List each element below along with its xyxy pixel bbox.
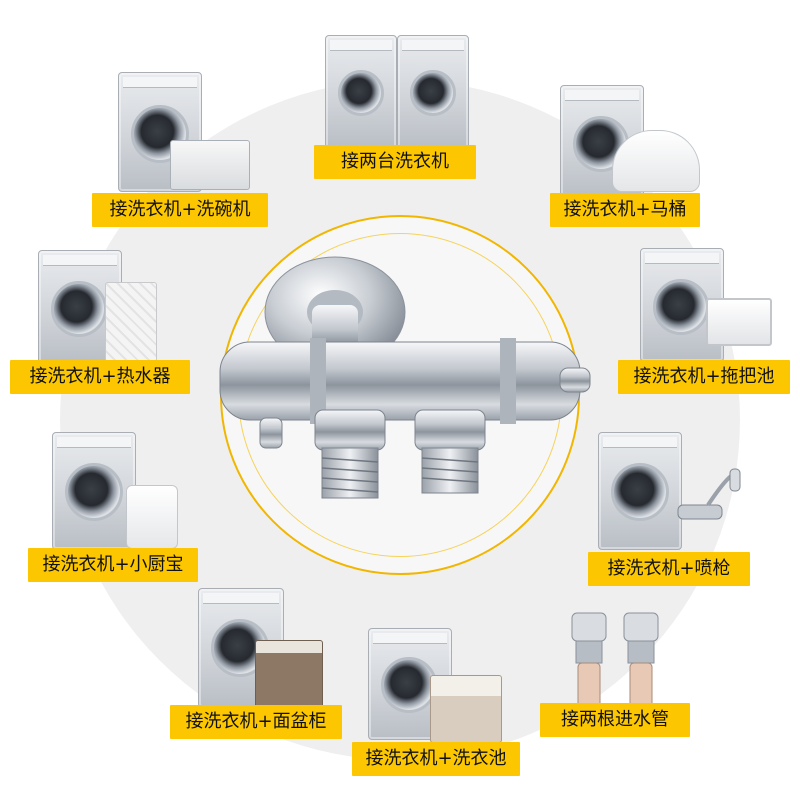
washer-icon xyxy=(598,432,682,550)
label-spray-gun: 接洗衣机+喷枪 xyxy=(588,552,750,586)
label-dishwasher: 接洗衣机+洗碗机 xyxy=(92,193,268,227)
label-laundry-sink: 接洗衣机+洗衣池 xyxy=(352,742,520,776)
label-toilet: 接洗衣机+马桶 xyxy=(550,193,700,227)
label-water-heater: 接洗衣机+热水器 xyxy=(10,360,190,394)
water-heater-icon xyxy=(105,282,157,362)
mop-sink-icon xyxy=(706,298,772,346)
dual-outlet-valve xyxy=(219,256,591,499)
washer-icon xyxy=(397,35,469,149)
mini-heater-icon xyxy=(126,485,178,549)
spray-gun-icon xyxy=(668,465,748,545)
laundry-sink-icon xyxy=(430,675,502,743)
toilet-icon xyxy=(612,130,700,192)
label-basin-cabinet: 接洗衣机+面盆柜 xyxy=(170,705,342,739)
washer-icon xyxy=(52,432,136,550)
label-mini-heater: 接洗衣机+小厨宝 xyxy=(28,548,198,582)
basin-cabinet-icon xyxy=(255,640,323,708)
washer-icon xyxy=(118,72,202,192)
label-two-hoses: 接两根进水管 xyxy=(540,703,690,737)
washer-icon xyxy=(325,35,397,149)
label-two-washers: 接两台洗衣机 xyxy=(314,145,476,179)
hose-connectors-icon xyxy=(560,605,670,717)
label-mop-sink: 接洗衣机+拖把池 xyxy=(618,360,790,394)
dishwasher-icon xyxy=(170,140,250,190)
